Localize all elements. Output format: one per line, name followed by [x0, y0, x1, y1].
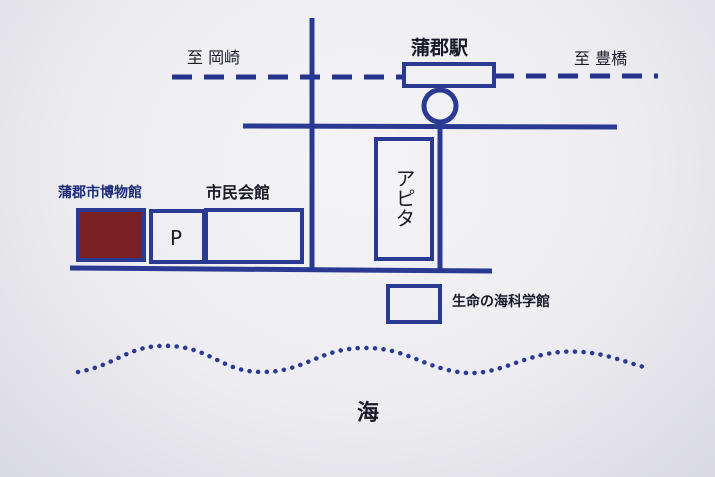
- roads: [69, 18, 618, 274]
- science-museum-building[interactable]: [386, 284, 442, 324]
- museum-building[interactable]: [76, 208, 146, 262]
- road-horizontal-north: [242, 123, 618, 130]
- label-museum: 蒲郡市博物館: [58, 184, 142, 201]
- road-horizontal-south: [69, 265, 493, 274]
- label-sea: 海: [357, 400, 379, 426]
- station-building[interactable]: [402, 62, 496, 88]
- station-roundabout: [421, 87, 459, 125]
- coastline: [75, 343, 651, 376]
- label-apita: アピタ: [392, 168, 416, 228]
- apita-building[interactable]: [374, 137, 434, 261]
- civic-hall-building[interactable]: [204, 208, 304, 264]
- label-to-okazaki: 至 岡崎: [187, 48, 240, 67]
- label-civic-hall: 市民会館: [206, 183, 270, 202]
- label-to-toyohashi: 至 豊橋: [574, 49, 627, 68]
- railway-line: [172, 73, 658, 80]
- label-station: 蒲郡駅: [411, 36, 469, 59]
- label-science-museum: 生命の海科学館: [452, 293, 550, 310]
- label-parking: P: [170, 226, 182, 250]
